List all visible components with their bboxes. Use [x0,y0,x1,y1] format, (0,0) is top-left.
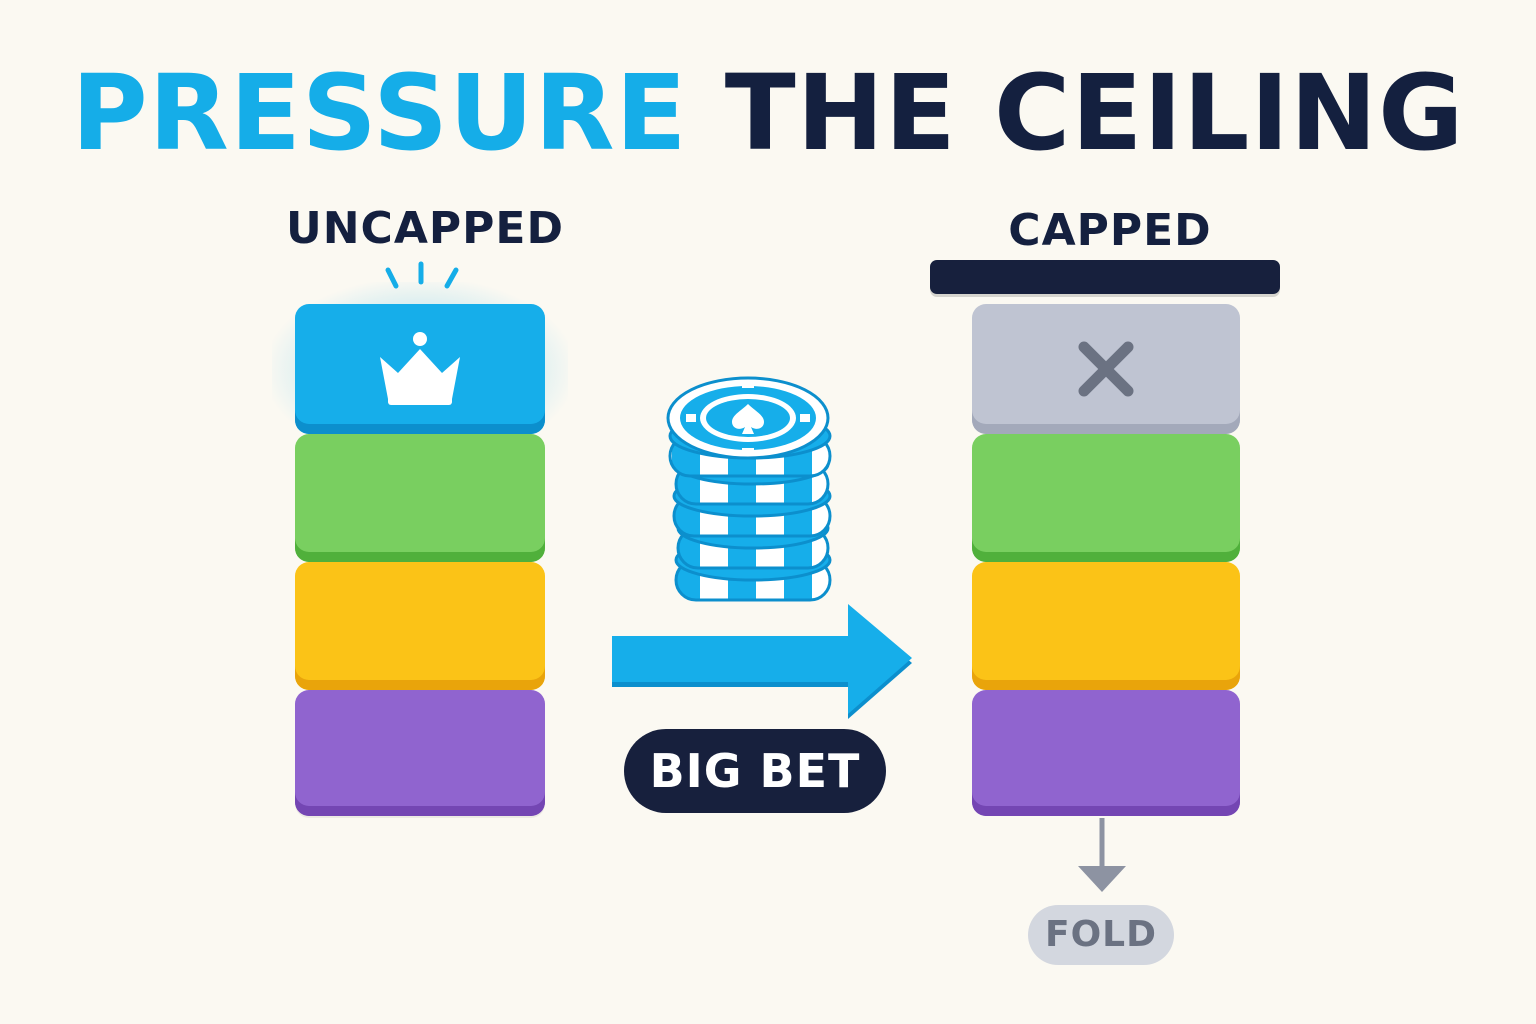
spade-icon [732,404,764,434]
big-bet-badge: BIG BET [624,729,886,813]
right-block-4 [972,690,1240,816]
left-block-4 [295,690,545,816]
left-block-top [295,304,545,434]
fold-badge: FOLD [1028,905,1174,965]
fold-arrow [1078,818,1126,892]
capped-label: CAPPED [1008,205,1212,256]
x-icon [1078,341,1134,397]
left-block-3 [295,562,545,690]
crown-icon [380,332,460,405]
page-title: PRESSURE THE CEILING [0,48,1536,178]
ceiling-bar [930,260,1280,294]
right-block-2 [972,434,1240,562]
top-chip [666,376,830,460]
chip-stack [666,376,832,602]
title-rest: THE CEILING [724,52,1465,174]
big-arrow [612,604,912,719]
right-block-top [972,304,1240,434]
left-block-2 [295,434,545,562]
right-block-3 [972,562,1240,690]
uncapped-label: UNCAPPED [286,203,564,254]
title-accent-word: PRESSURE [71,52,688,174]
